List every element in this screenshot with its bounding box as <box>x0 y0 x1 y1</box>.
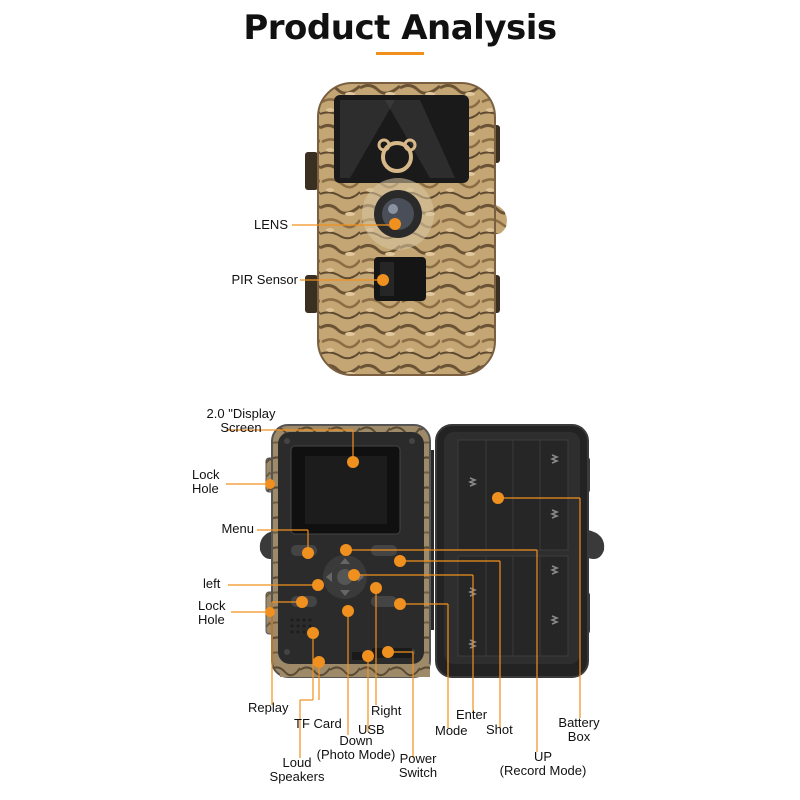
lens-marker-dot <box>389 218 401 230</box>
label-lock-hole-top: Lock Hole <box>192 467 220 496</box>
front-strap-clip-left-bottom <box>305 275 318 313</box>
label-display-screen: 2.0 "Display Screen <box>206 406 276 435</box>
ir-window-reflection <box>340 100 395 178</box>
label-pir-sensor: PIR Sensor <box>231 272 298 287</box>
label-right: Right <box>371 703 402 718</box>
front-camera <box>292 82 507 376</box>
label-down-photo-mode: Down (Photo Mode) <box>316 733 396 762</box>
front-side-mount <box>494 205 507 235</box>
battery-box <box>435 424 605 678</box>
title-underline <box>376 52 424 55</box>
page-title: Product Analysis <box>243 8 557 48</box>
pir-marker-dot <box>377 274 389 286</box>
label-replay: Replay <box>248 700 289 715</box>
usb-port <box>352 652 364 660</box>
label-usb: USB <box>358 722 385 737</box>
back-marker-dots <box>265 456 504 668</box>
mode-button <box>371 596 397 607</box>
label-tf-card: TF Card <box>294 716 342 731</box>
label-left: left <box>203 576 221 591</box>
label-power-switch: Power Switch <box>398 751 438 780</box>
label-shot: Shot <box>486 722 513 737</box>
label-menu: Menu <box>221 521 254 536</box>
label-loud-speakers: Loud Speakers <box>269 755 325 784</box>
label-lens: LENS <box>254 217 288 232</box>
label-enter: Enter <box>456 707 488 722</box>
label-battery-box: Battery Box <box>558 715 600 744</box>
label-lock-hole-bottom: Lock Hole <box>198 598 226 627</box>
label-mode: Mode <box>435 723 468 738</box>
label-up-record-mode: UP (Record Mode) <box>499 749 587 778</box>
front-strap-clip-left-top <box>305 152 318 190</box>
